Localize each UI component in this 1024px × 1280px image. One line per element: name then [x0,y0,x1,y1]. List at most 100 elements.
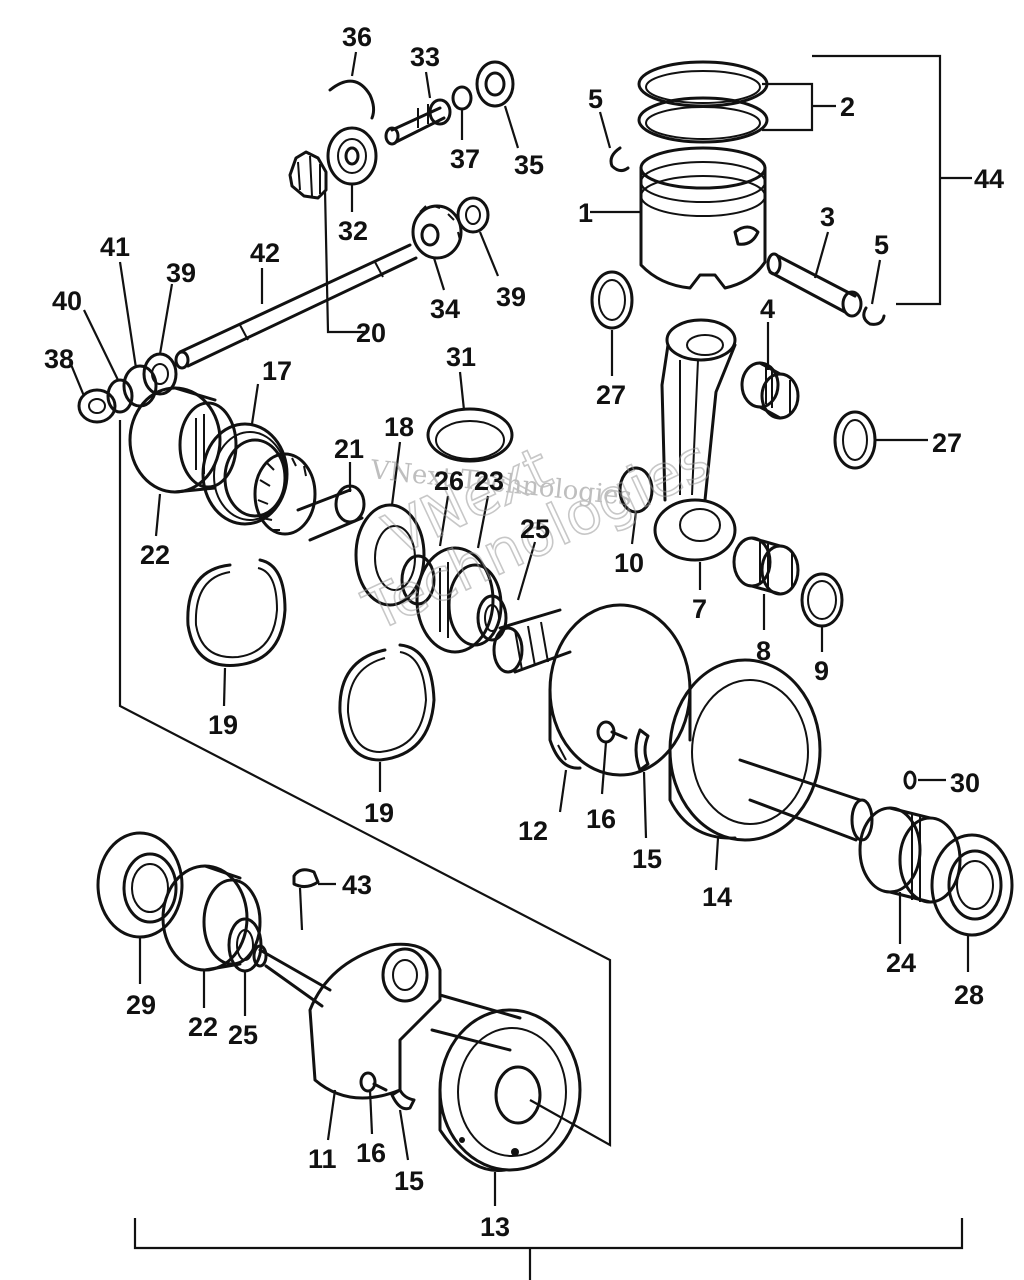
callout-42: 42 [250,238,280,268]
callout-8: 8 [756,636,771,666]
callout-5-right: 5 [874,230,889,260]
callout-21: 21 [334,434,364,464]
thrust-washer-right [833,410,877,470]
callout-32: 32 [338,216,368,246]
left-bearing-group [128,386,366,542]
callout-23: 23 [474,466,504,496]
callout-10: 10 [614,548,644,578]
callout-30: 30 [950,768,980,798]
nut-38 [77,388,117,424]
callout-9: 9 [814,656,829,686]
bearing-35 [475,60,515,108]
flywheel-14 [668,658,874,842]
key-15-right [634,728,650,772]
callout-31: 31 [446,342,476,372]
seal-18 [354,503,426,607]
gear-21-teeth [253,452,317,536]
callout-22-top: 22 [140,540,170,570]
leader-lines [68,51,970,1206]
bearing-23 [415,546,503,654]
callout-36: 36 [342,22,372,52]
callout-34: 34 [430,294,460,324]
callout-35: 35 [514,150,544,180]
washer-40 [106,378,134,414]
callout-12: 12 [518,816,548,846]
ring-25-top [476,594,508,642]
left-crank-half [96,831,582,1172]
piston-pin [766,252,863,318]
callout-41: 41 [100,232,130,262]
key-15-left [390,1088,416,1111]
crank-web-11 [252,942,442,1100]
gear-34 [411,204,463,260]
callout-25-top: 25 [520,514,550,544]
callout-1: 1 [578,198,593,228]
callout-44: 44 [974,164,1004,194]
callout-16-right: 16 [586,804,616,834]
seal-29 [96,831,184,939]
callout-13: 13 [480,1212,510,1242]
callout-37: 37 [450,144,480,174]
shaft-42 [174,243,418,370]
thrust-washer-left [590,270,634,330]
callout-11: 11 [308,1144,337,1174]
spacer-21 [296,484,366,542]
ring-31 [426,407,514,463]
callout-19-top: 19 [208,710,238,740]
piston-ring-second [637,96,769,144]
callout-29: 29 [126,990,156,1020]
right-crank-half [492,603,1014,937]
crank-web-13 [438,1008,582,1172]
callout-40: 40 [52,286,82,316]
bottom-bracket [133,1218,964,1280]
bearing-22-top [128,386,238,494]
callout-38: 38 [44,344,74,374]
pin-30 [903,770,917,790]
callout-39-left: 39 [166,258,196,288]
callout-24: 24 [886,948,916,978]
crank-pin [430,993,522,1052]
piston-group [609,54,972,326]
callout-5-left: 5 [588,84,603,114]
crank-shaft-splined [492,608,572,674]
bearing-17 [201,422,289,526]
small-end-bearing [740,361,800,420]
circlip-19-top [186,558,287,667]
callout-22-bottom: 22 [188,1012,218,1042]
piston-pin-circlip-right [862,306,886,326]
piston [639,146,767,290]
circlip-36 [328,79,376,120]
callout-20: 20 [356,318,386,348]
circlip-19-bottom [338,643,436,762]
bearing-32 [326,126,378,186]
pin-16-right [596,720,628,744]
connecting-rod [653,318,737,562]
callout-labels: 1 2 3 4 5 5 7 8 9 10 11 12 13 14 15 15 1… [44,22,1004,1242]
callout-7: 7 [692,594,707,624]
callout-43: 43 [342,870,372,900]
callout-26: 26 [434,466,464,496]
callout-3: 3 [820,202,835,232]
key-43 [292,868,320,889]
callout-25-bottom: 25 [228,1020,258,1050]
callout-28: 28 [954,980,984,1010]
bearing-24 [858,806,962,904]
seal-28 [930,833,1014,937]
center-seals-group [354,407,514,654]
drive-gear-20 [288,150,328,200]
callout-27-left: 27 [596,380,626,410]
bearing-39-right [456,196,490,234]
callout-39-right: 39 [496,282,526,312]
callout-15-right: 15 [632,844,662,874]
callout-19-bottom: 19 [364,798,394,828]
drive-shaft-33 [384,98,452,146]
piston-pin-circlip-left [609,146,630,173]
washer-37 [451,85,473,111]
big-end-bearing [732,536,800,596]
callout-17: 17 [262,356,292,386]
callout-33: 33 [410,42,440,72]
conrod-group [590,270,877,628]
pin-16-left [359,1071,388,1093]
callout-16-left: 16 [356,1138,386,1168]
callout-15-left: 15 [394,1166,424,1196]
